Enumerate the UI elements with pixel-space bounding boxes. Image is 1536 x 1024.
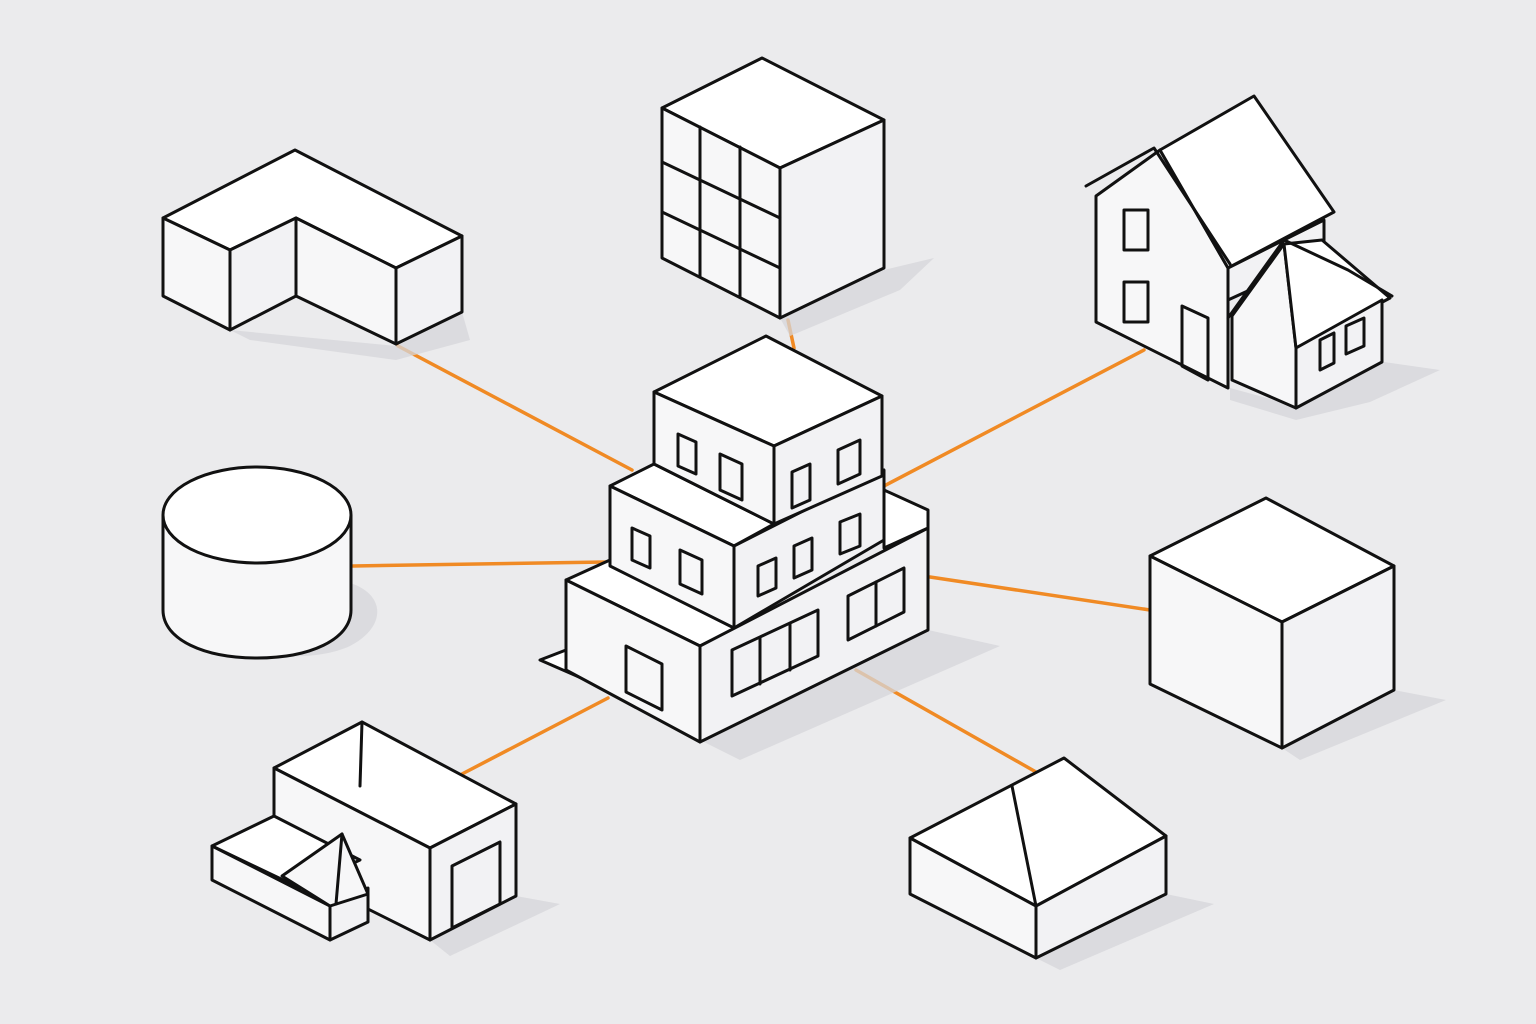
plain-cube-node: [1148, 496, 1446, 760]
warehouse-roof-edge: [358, 720, 364, 788]
house-door: [1180, 304, 1210, 382]
l-shaped-block-node: [161, 148, 470, 360]
connector-plain-cube: [928, 575, 1152, 612]
house-eave: [1084, 146, 1232, 266]
house-window-upper: [1122, 208, 1150, 252]
grid-cube-shadow: [780, 258, 934, 336]
connector-gabled-house: [882, 348, 1146, 488]
house-annex-eave: [1226, 238, 1394, 320]
plain-cube-shadow: [1282, 690, 1446, 760]
connector-l-shaped-block: [396, 344, 634, 472]
hip-block-side: [1034, 834, 1168, 960]
grid-cube-node: [660, 56, 934, 336]
annex-gable-ridge: [334, 832, 344, 906]
hub-shadow: [700, 630, 1000, 760]
hub-door: [624, 644, 664, 712]
connector-cylinder: [351, 560, 608, 568]
house-annex-roof: [1282, 238, 1392, 350]
hub-windows: [624, 432, 906, 712]
hip-block-ridge: [1010, 784, 1038, 908]
house-annex-window-1: [1318, 331, 1336, 372]
hub-tier1-side: [698, 526, 930, 744]
l-block-side: [394, 234, 464, 346]
cylinder-top: [161, 465, 353, 565]
house-shadow: [1230, 362, 1440, 420]
cylinder-node: [161, 465, 378, 660]
hub-tier3-side: [772, 394, 884, 526]
plain-cube-side: [1280, 564, 1396, 750]
house-annex-side: [1294, 298, 1384, 410]
grid-cube-window-grid: [660, 125, 782, 299]
annex-gable: [280, 832, 370, 908]
multi-story-building-hub: [538, 334, 1000, 760]
l-block-shadow: [230, 312, 470, 360]
connector-warehouse: [460, 696, 610, 776]
warehouse-shadow: [430, 896, 560, 956]
hip-block-shadow: [1036, 894, 1214, 970]
house-window-lower: [1122, 280, 1150, 324]
warehouse-node: [210, 720, 560, 956]
hip-roof-block-node: [908, 756, 1214, 970]
warehouse-door: [450, 840, 502, 930]
house-annex-window-2: [1344, 316, 1366, 356]
gabled-house-node: [1084, 94, 1440, 420]
